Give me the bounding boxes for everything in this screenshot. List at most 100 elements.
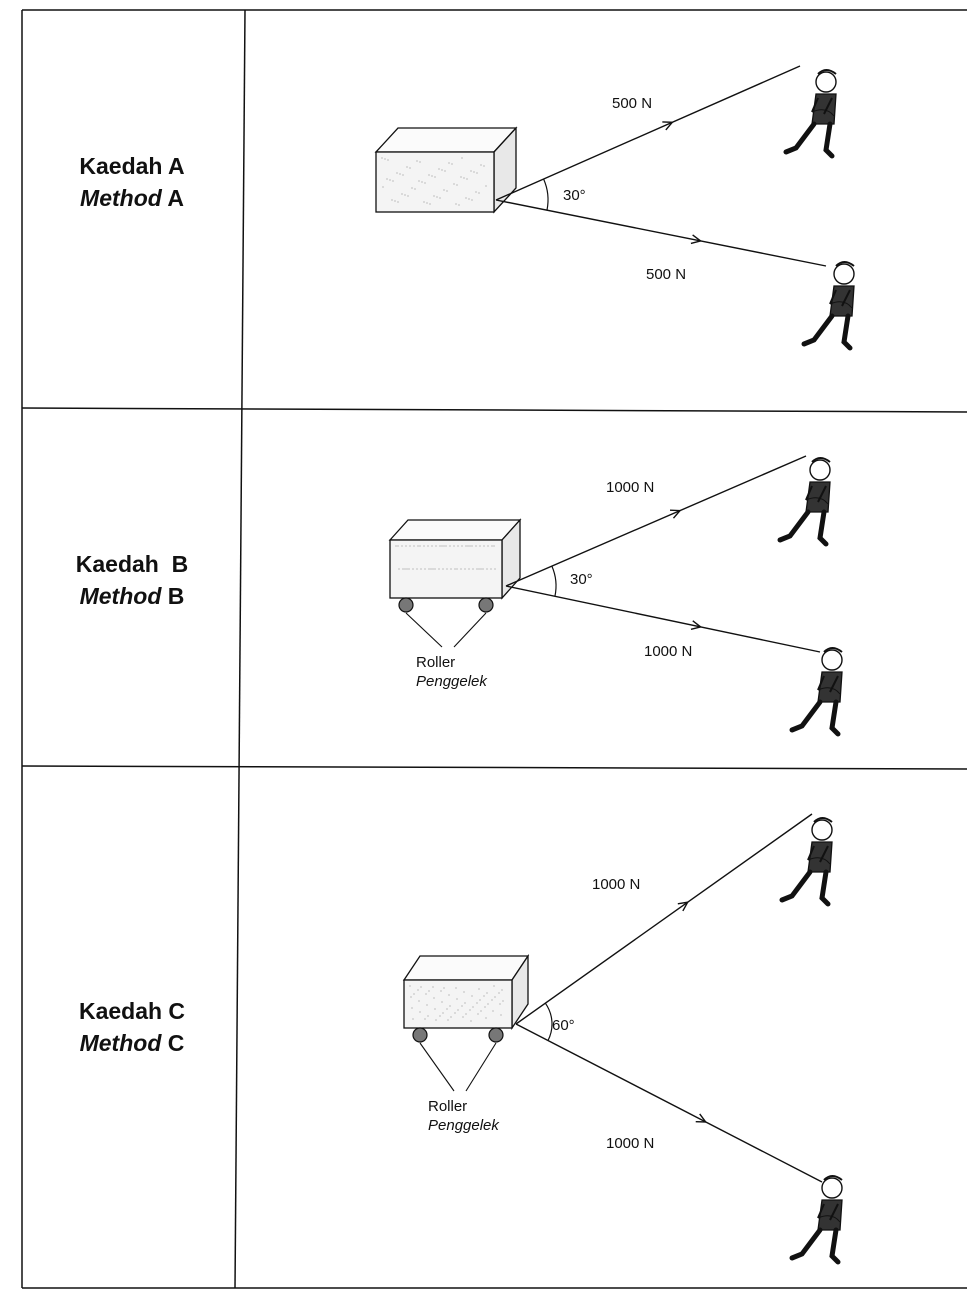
- box-stipple: [417, 545, 419, 547]
- box-stipple: [455, 987, 457, 989]
- box-stipple: [413, 993, 415, 995]
- force-arrow-bottom-1: [690, 620, 703, 631]
- person-arms: [811, 97, 833, 115]
- box-stipple: [494, 568, 496, 570]
- roller-left-2: [412, 1027, 428, 1043]
- box-stipple: [426, 202, 428, 204]
- box-stipple: [486, 992, 488, 994]
- box-stipple: [434, 176, 436, 178]
- person-top-2: [779, 817, 833, 907]
- box-stipple: [404, 194, 406, 196]
- box-stipple: [450, 568, 452, 570]
- box-0: [374, 126, 518, 214]
- method-a-label-ms: Kaedah A: [79, 153, 185, 179]
- roller-pointer-right-2: [465, 1042, 497, 1092]
- box-stipple: [406, 166, 408, 168]
- box-stipple: [460, 568, 462, 570]
- box-stipple: [476, 568, 478, 570]
- box-stipple: [442, 1012, 444, 1014]
- box-stipple: [419, 545, 421, 547]
- box-stipple: [439, 1015, 441, 1017]
- box-stipple: [410, 996, 412, 998]
- box-stipple: [434, 1008, 436, 1010]
- box-stipple: [479, 545, 481, 547]
- box-stipple: [453, 545, 455, 547]
- box-stipple: [444, 170, 446, 172]
- person-arms: [817, 1203, 839, 1221]
- force-arrow-top-0: [662, 121, 674, 131]
- box-stipple: [471, 995, 473, 997]
- person-arms: [807, 845, 829, 863]
- box-stipple: [427, 545, 429, 547]
- box-stipple: [438, 168, 440, 170]
- row-divider-2: [21, 765, 967, 770]
- box-stipple: [468, 568, 470, 570]
- box-stipple: [485, 1017, 487, 1019]
- box-stipple: [407, 195, 409, 197]
- box-stipple: [480, 568, 482, 570]
- box-stipple: [462, 1016, 464, 1018]
- box-stipple: [491, 999, 493, 1001]
- person-hair: [811, 457, 831, 463]
- box-stipple: [396, 172, 398, 174]
- box-stipple: [490, 568, 492, 570]
- person-legs: [801, 313, 853, 351]
- person-bottom-0: [801, 261, 855, 351]
- box-stipple: [475, 545, 477, 547]
- box-stipple: [483, 165, 485, 167]
- person-top-1: [777, 457, 831, 547]
- box-stipple: [483, 545, 485, 547]
- person-legs: [783, 121, 835, 159]
- box-stipple: [418, 1000, 420, 1002]
- box-stipple: [392, 180, 394, 182]
- person-arms: [817, 675, 839, 693]
- box-stipple: [465, 545, 467, 547]
- box-stipple: [449, 545, 451, 547]
- box-stipple: [494, 996, 496, 998]
- box-stipple: [442, 568, 444, 570]
- person-rope-end: [817, 687, 841, 695]
- roller-label-ms-1: Penggelek: [416, 673, 488, 690]
- box-stipple: [441, 545, 443, 547]
- box-stipple: [402, 174, 404, 176]
- person-head: [811, 819, 833, 841]
- roller-label-ms-2: Penggelek: [428, 1117, 500, 1134]
- box-stipple: [475, 191, 477, 193]
- box-stipple: [430, 568, 432, 570]
- box-stipple: [443, 545, 445, 547]
- person-head: [815, 71, 837, 93]
- box-stipple: [409, 545, 411, 547]
- person-bottom-2: [789, 1175, 843, 1265]
- box-front-face: [403, 979, 513, 1029]
- box-stipple: [499, 1003, 501, 1005]
- box-stipple: [463, 177, 465, 179]
- box-front-face: [375, 151, 495, 213]
- box-stipple: [460, 176, 462, 178]
- roller-label-2: Roller: [428, 1098, 467, 1115]
- box-stipple: [433, 195, 435, 197]
- box-stipple: [473, 171, 475, 173]
- box-stipple: [425, 993, 427, 995]
- force-arrow-top-1: [669, 509, 682, 519]
- method-a-label-en: Method A: [80, 185, 184, 211]
- rope-bottom-0: [495, 199, 827, 267]
- box-stipple: [419, 1011, 421, 1013]
- box-stipple: [418, 180, 420, 182]
- box-stipple: [402, 568, 404, 570]
- box-stipple: [493, 545, 495, 547]
- box-top-face: [388, 519, 522, 541]
- method-b-label: Kaedah B Method B: [22, 548, 242, 612]
- box-stipple: [428, 174, 430, 176]
- box-stipple: [426, 1004, 428, 1006]
- rope-bottom-1: [505, 585, 821, 653]
- roller-pointer-left-1: [405, 612, 443, 648]
- box-stipple: [453, 183, 455, 185]
- box-top-face: [402, 955, 530, 981]
- box-stipple: [434, 568, 436, 570]
- box-stipple: [477, 1013, 479, 1015]
- box-stipple: [439, 545, 441, 547]
- box-stipple: [440, 990, 442, 992]
- person-head: [821, 1177, 843, 1199]
- method-c-label-en: Method C: [79, 1030, 185, 1056]
